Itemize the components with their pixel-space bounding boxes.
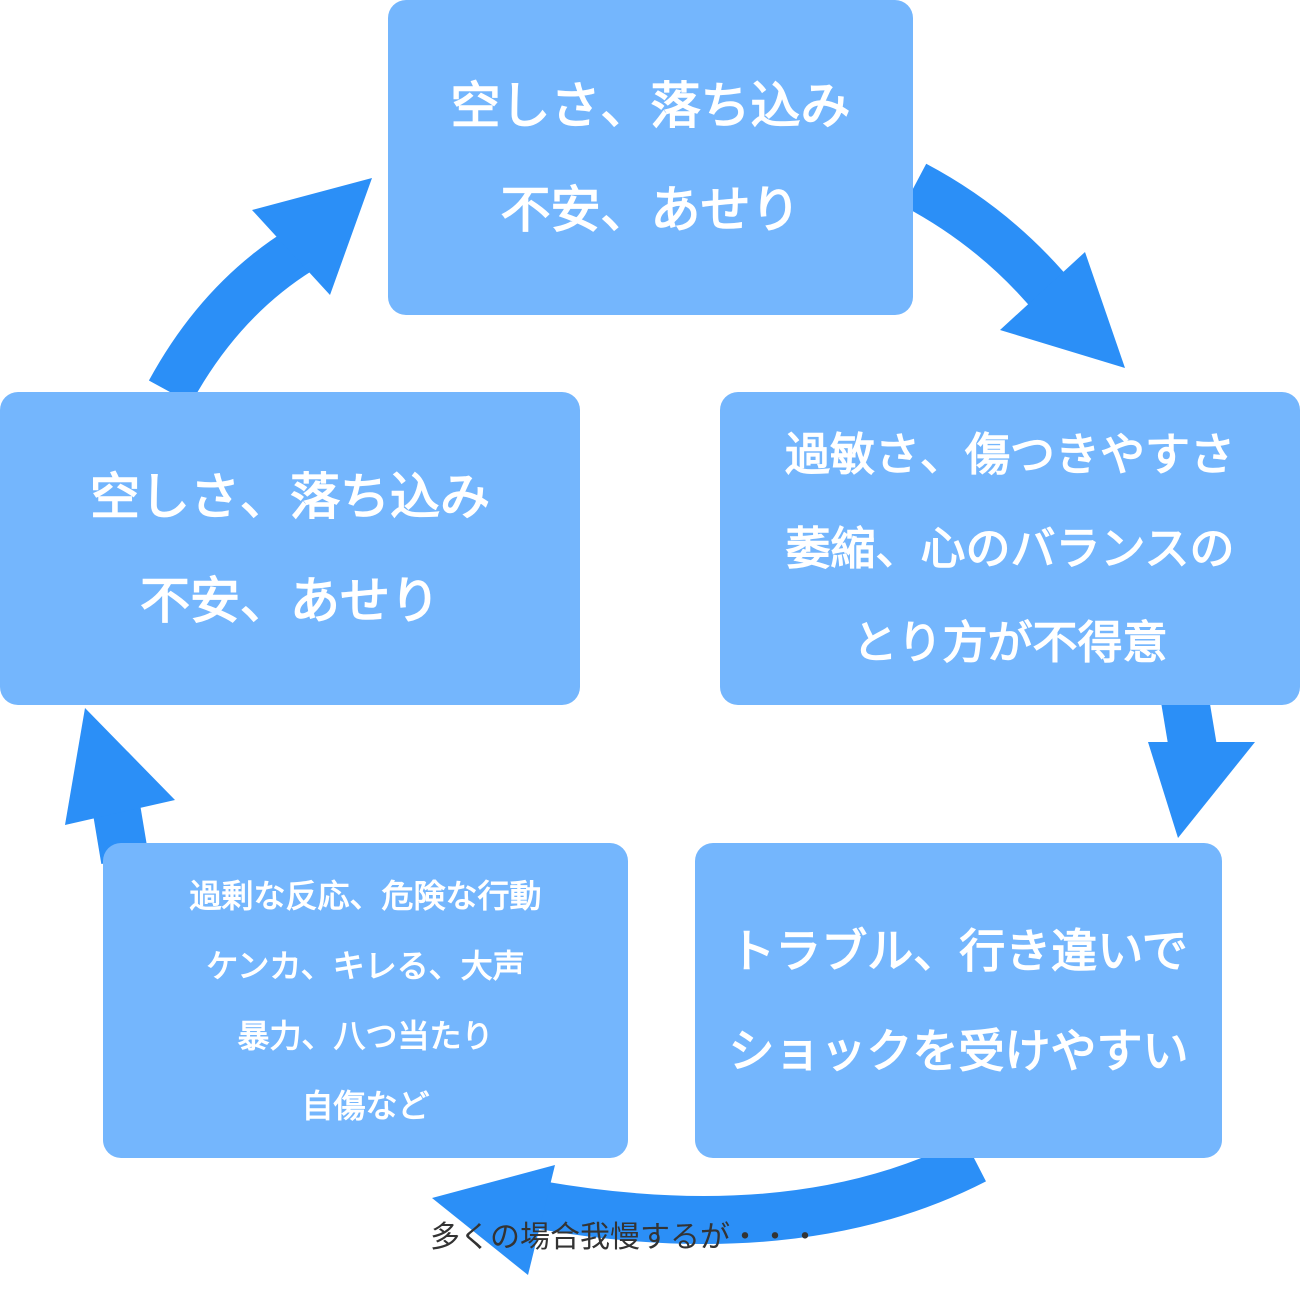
cycle-box-bottom-right: トラブル、行き違いで ショックを受けやすい bbox=[695, 843, 1222, 1158]
arrowhead-right-bottom bbox=[1148, 742, 1255, 838]
arrow-caption: 多くの場合我慢するが・・・ bbox=[430, 1220, 820, 1255]
box-line: 不安、あせり bbox=[140, 571, 440, 630]
box-line: 空しさ、落ち込み bbox=[90, 467, 490, 526]
arrowhead-bottom bbox=[432, 1165, 555, 1275]
cycle-box-top: 空しさ、落ち込み 不安、あせり bbox=[388, 0, 913, 315]
box-line: 不安、あせり bbox=[500, 180, 801, 239]
arrow-top-to-right bbox=[903, 163, 1079, 321]
cycle-box-right: 過敏さ、傷つきやすさ 萎縮、心のバランスの とり方が不得意 bbox=[720, 392, 1300, 705]
box-line: 空しさ、落ち込み bbox=[450, 76, 851, 135]
box-line: ケンカ、キレる、大声 bbox=[206, 946, 525, 985]
box-line: 過敏さ、傷つきやすさ bbox=[784, 427, 1235, 481]
box-line: 自傷など bbox=[301, 1086, 430, 1125]
arrow-bottom-right-to-bottom-left bbox=[535, 1138, 986, 1244]
box-line: トラブル、行き違いで bbox=[729, 923, 1188, 978]
cycle-box-left: 空しさ、落ち込み 不安、あせり bbox=[0, 392, 580, 705]
box-line: 過剰な反応、危険な行動 bbox=[189, 876, 542, 915]
arrowhead-left-top bbox=[252, 178, 372, 295]
arrowhead-top-right bbox=[1000, 252, 1125, 368]
box-line: とり方が不得意 bbox=[852, 615, 1168, 669]
box-line: ショックを受けやすい bbox=[728, 1023, 1189, 1078]
cycle-box-bottom-left: 過剰な反応、危険な行動 ケンカ、キレる、大声 暴力、八つ当たり 自傷など bbox=[103, 843, 628, 1158]
box-line: 萎縮、心のバランスの bbox=[785, 521, 1235, 575]
arrowhead-left bbox=[65, 708, 175, 825]
arrow-left-to-top bbox=[148, 229, 313, 404]
box-line: 暴力、八つ当たり bbox=[237, 1016, 494, 1055]
